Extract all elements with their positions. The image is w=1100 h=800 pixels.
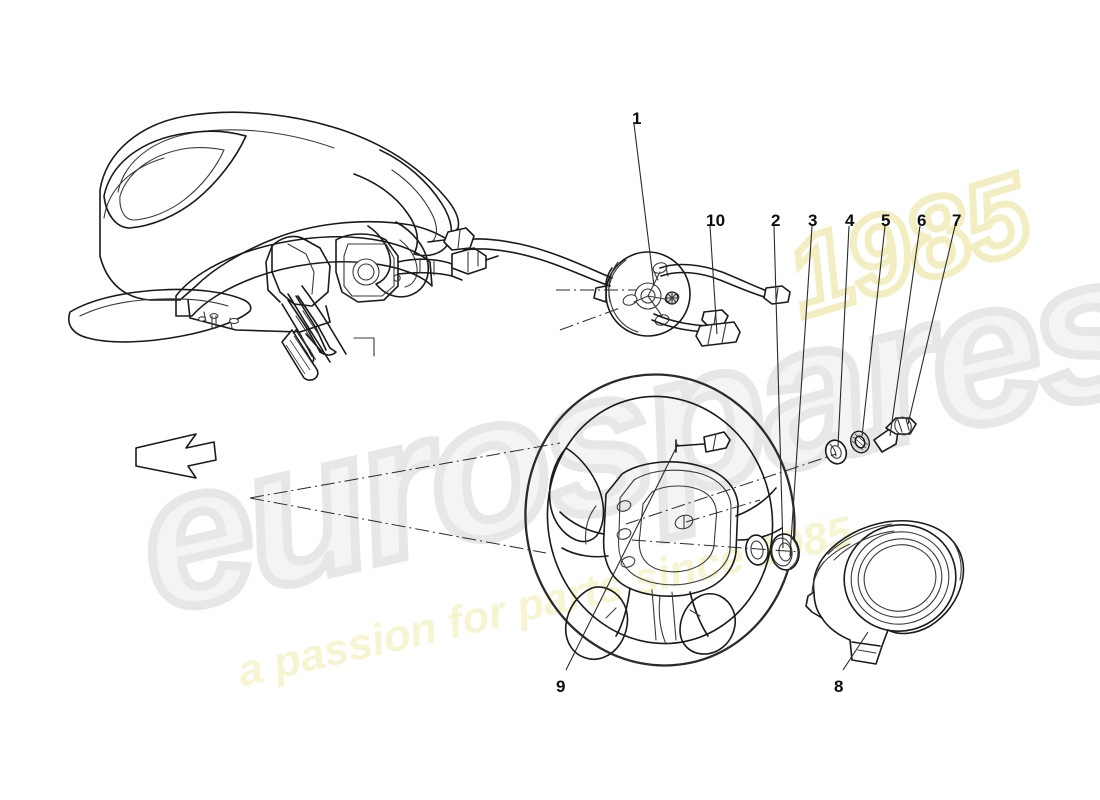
callout-7-bolt: 7 [952,211,962,230]
steering-column-shroud-assembly [68,111,499,381]
steering-column-cover [805,519,965,665]
wheel-screw [675,431,731,453]
airbag-unit [427,227,791,347]
callout-2-washer: 2 [771,211,781,230]
callout-1-airbag-unit: 1 [632,109,642,128]
callout-8-column-cover: 8 [834,677,844,696]
leader-lines [565,123,956,671]
callout-10-connector: 10 [706,211,726,230]
callout-5-washer: 5 [881,211,891,230]
lock-washer-5 [850,430,870,454]
hub-nut-3 [770,533,800,571]
callout-6-bolt: 6 [917,211,927,230]
bolt-6-7 [873,416,917,453]
callout-9-steering-wheel: 9 [556,677,566,696]
washer-4 [824,439,848,465]
forward-direction-arrow [135,433,217,479]
callout-3-nut: 3 [808,211,818,230]
callout-4-washer: 4 [845,211,855,230]
small-fasteners-group [824,416,917,465]
hub-fasteners-on-axis [745,533,800,571]
washer-2 [745,534,769,566]
assembly-centerlines [249,289,837,554]
airbag-star-washer [665,291,679,305]
steering-wheel [524,373,796,667]
